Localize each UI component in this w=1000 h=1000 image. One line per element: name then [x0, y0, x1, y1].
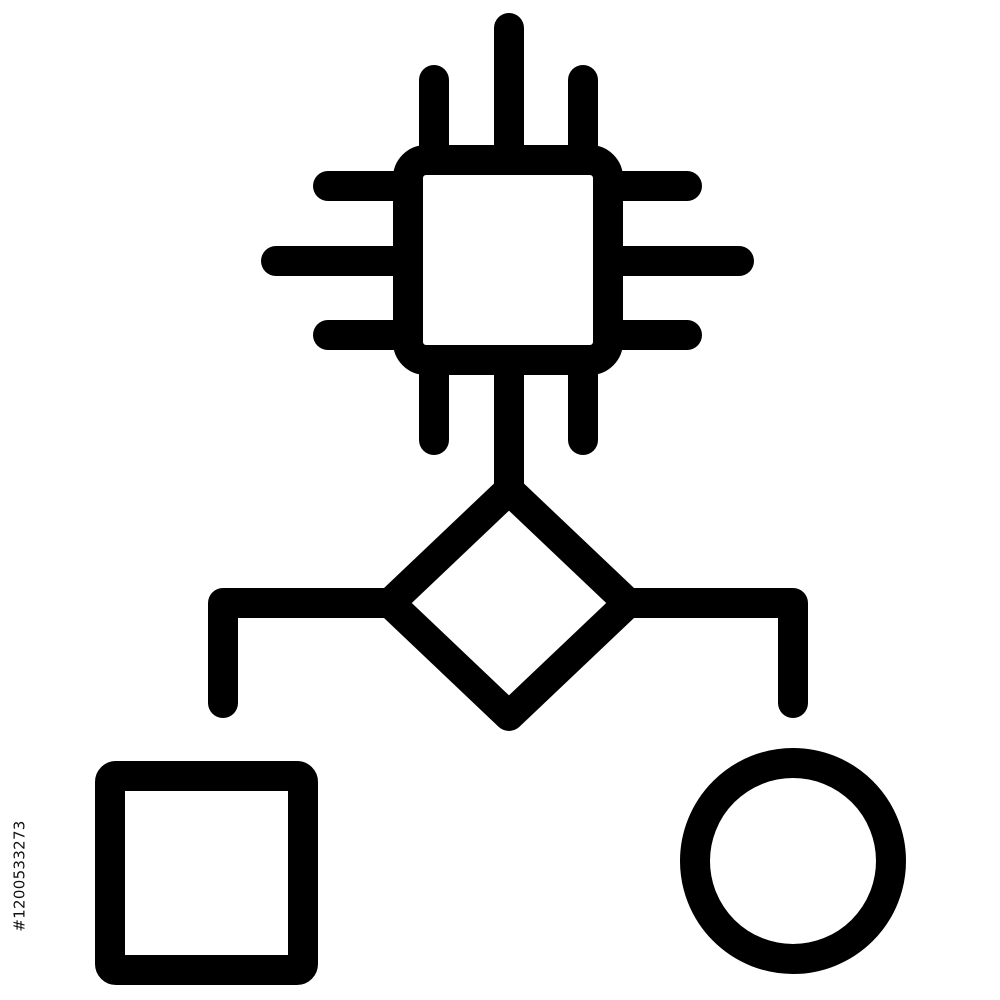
decision-diamond-icon — [375, 475, 643, 731]
stock-id-text: #1200533273 — [11, 820, 29, 932]
stock-id-label: #1200533273 — [8, 756, 32, 996]
right-branch-connector — [613, 588, 808, 718]
left-branch-connector — [208, 588, 405, 718]
chip-body — [393, 145, 623, 375]
terminal-circle-icon — [680, 748, 906, 974]
process-square-icon — [95, 761, 318, 985]
